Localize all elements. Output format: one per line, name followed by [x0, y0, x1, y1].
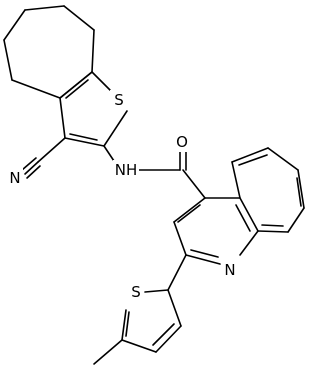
quinoline-benzo-ring — [231, 147, 305, 233]
bond — [65, 79, 89, 99]
thiophene-ring-1 — [59, 71, 128, 147]
bond — [3, 39, 13, 81]
bond — [235, 204, 251, 232]
label-bg — [110, 90, 126, 110]
quinoline-pyridine-ring — [173, 197, 259, 265]
bond — [177, 204, 201, 223]
amide-nh-label: NH — [115, 161, 138, 179]
bond — [11, 79, 61, 99]
nitrile-nitrogen-label: N — [9, 169, 20, 187]
aryl-link — [167, 254, 187, 291]
bond — [239, 197, 259, 232]
bond — [125, 311, 130, 337]
thiophene-ring-2 — [93, 289, 182, 365]
bond — [26, 165, 41, 179]
bond — [24, 161, 39, 175]
bond — [287, 207, 305, 233]
label-bg — [174, 132, 191, 152]
bond — [238, 154, 268, 166]
nitrile-group — [21, 137, 66, 179]
bond — [239, 230, 259, 256]
bond — [167, 289, 182, 327]
bond — [93, 339, 123, 365]
bond — [59, 71, 93, 99]
bond — [296, 177, 302, 207]
bond — [173, 221, 187, 256]
bond — [21, 157, 37, 171]
bond — [121, 339, 157, 353]
label-bg — [128, 282, 144, 302]
bond — [155, 325, 182, 353]
bond — [103, 110, 128, 147]
structure-svg: S N NH O N S — [3, 5, 305, 365]
bond — [182, 169, 206, 199]
bond — [37, 137, 66, 163]
bond — [91, 71, 111, 91]
bond — [64, 137, 105, 147]
bond — [190, 249, 219, 258]
bond — [185, 254, 221, 265]
molecule-diagram: S N NH O N S — [3, 5, 305, 365]
sulfur-label-2: S — [131, 283, 141, 301]
bond — [257, 230, 289, 233]
bond — [91, 29, 95, 73]
bond — [121, 309, 127, 341]
bond — [297, 169, 305, 209]
bond — [144, 289, 169, 293]
bond — [69, 133, 98, 141]
bond — [173, 197, 206, 223]
bond — [24, 5, 65, 11]
label-bg — [7, 168, 23, 188]
bond — [267, 147, 299, 171]
bond — [261, 224, 284, 227]
bond — [231, 161, 241, 199]
label-bg — [113, 160, 139, 180]
quinoline-nitrogen-label: N — [224, 261, 235, 279]
bond — [152, 323, 175, 346]
bond — [63, 5, 95, 31]
bond — [59, 97, 66, 139]
bond — [231, 147, 269, 163]
sulfur-label-1: S — [114, 91, 124, 109]
cycloheptane-ring — [3, 5, 95, 99]
bond — [3, 9, 26, 41]
label-bg — [222, 260, 238, 280]
bond — [167, 254, 187, 291]
atom-labels: S N NH O N S — [7, 90, 238, 302]
carbonyl-oxygen-label: O — [176, 133, 188, 151]
